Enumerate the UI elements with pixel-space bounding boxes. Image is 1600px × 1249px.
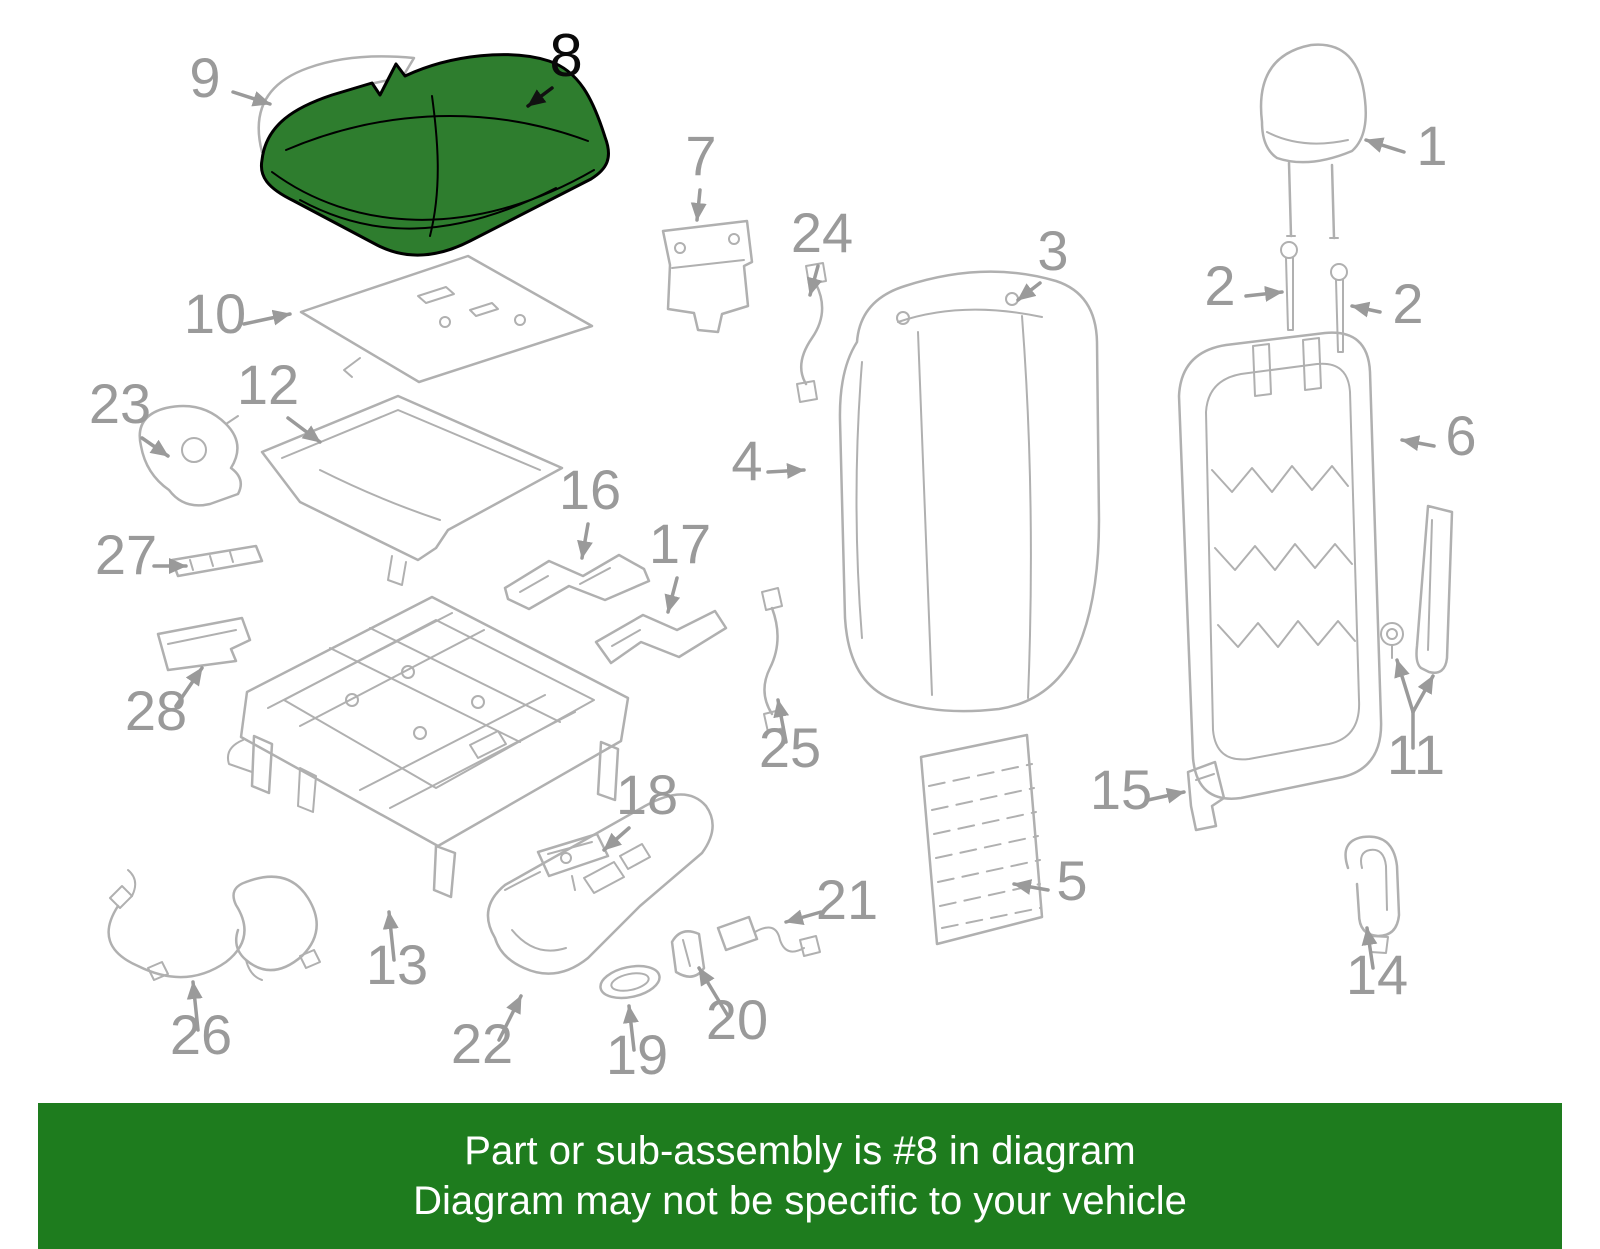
part-label-2-left: 2 xyxy=(1204,254,1235,317)
leader-28 xyxy=(174,666,204,708)
leader-22 xyxy=(497,994,523,1042)
part-28-bracket xyxy=(156,616,252,672)
part-label-16: 16 xyxy=(559,458,621,521)
part-1-headrest xyxy=(1259,43,1367,240)
leader-13 xyxy=(382,910,399,962)
leader-4 xyxy=(766,462,806,479)
part-label-2-right: 2 xyxy=(1392,272,1423,335)
part-3-seat-back-cover xyxy=(838,270,1101,713)
banner-line-1: Part or sub-assembly is #8 in diagram xyxy=(464,1129,1136,1173)
leader-19 xyxy=(622,1004,639,1052)
leader-24 xyxy=(806,264,823,297)
leader-12 xyxy=(286,416,322,444)
part-label-4: 4 xyxy=(731,429,762,492)
part-label-10: 10 xyxy=(184,282,246,345)
part-7-control-bracket xyxy=(661,219,754,334)
leader-11-a xyxy=(1394,658,1415,714)
banner-line-2: Diagram may not be specific to your vehi… xyxy=(413,1179,1187,1223)
leader-14 xyxy=(1361,926,1378,970)
leader-10 xyxy=(242,309,292,326)
part-11-side-trim xyxy=(1380,504,1454,674)
part-label-24: 24 xyxy=(791,201,853,264)
part-label-5: 5 xyxy=(1056,849,1087,912)
part-21-connector xyxy=(716,915,821,957)
leader-3 xyxy=(1016,281,1042,302)
part-2-headrest-guides xyxy=(1280,241,1348,353)
part-label-6: 6 xyxy=(1445,404,1476,467)
part-10-heater-mat xyxy=(299,254,594,384)
leader-20 xyxy=(697,966,730,1018)
part-label-26: 26 xyxy=(170,1003,232,1066)
part-label-22: 22 xyxy=(451,1012,513,1075)
part-13-seat-track-frame xyxy=(227,595,630,899)
leader-11-b xyxy=(1411,674,1435,714)
part-19-cap xyxy=(599,964,661,1000)
highlight-banner: Part or sub-assembly is #8 in diagram Di… xyxy=(38,1103,1562,1249)
part-label-8-highlighted: 8 xyxy=(549,22,582,89)
part-label-7: 7 xyxy=(685,124,716,187)
part-14-harness-hook xyxy=(1344,835,1401,954)
part-27-trim-strip xyxy=(170,544,264,578)
leader-21 xyxy=(784,909,823,926)
leader-lines xyxy=(140,86,1436,1052)
leader-2-left xyxy=(1244,285,1284,302)
part-label-15: 15 xyxy=(1090,758,1152,821)
part-label-9: 9 xyxy=(189,46,220,109)
part-label-25: 25 xyxy=(759,716,821,779)
leader-9 xyxy=(231,90,272,107)
part-label-14: 14 xyxy=(1346,943,1408,1006)
leader-25 xyxy=(773,698,790,744)
part-18-seat-switch xyxy=(536,832,610,891)
part-label-11: 11 xyxy=(1387,723,1445,786)
part-label-20: 20 xyxy=(706,988,768,1051)
part-5-lumbar-mat xyxy=(919,733,1044,946)
leader-17 xyxy=(664,576,681,614)
part-26-wire-harness xyxy=(107,869,321,981)
part-label-17: 17 xyxy=(649,512,711,575)
part-8-seat-cushion-cover-highlighted xyxy=(259,53,610,257)
leader-8 xyxy=(526,86,554,108)
part-label-19: 19 xyxy=(606,1023,668,1086)
part-label-21: 21 xyxy=(816,868,878,931)
part-label-12: 12 xyxy=(237,353,299,416)
part-label-28: 28 xyxy=(125,679,187,742)
part-label-27: 27 xyxy=(95,523,157,586)
leader-1 xyxy=(1364,137,1406,154)
part-22-side-shield xyxy=(486,793,714,975)
part-label-3: 3 xyxy=(1037,219,1068,282)
leader-18 xyxy=(602,826,631,852)
part-label-1: 1 xyxy=(1416,114,1447,177)
leader-2-right xyxy=(1350,301,1382,318)
leader-23 xyxy=(140,436,170,458)
leader-5 xyxy=(1012,879,1050,895)
leader-16 xyxy=(577,522,593,560)
callout-labels: 9 8 7 24 3 1 2 2 10 12 23 4 6 16 17 27 2… xyxy=(89,22,1477,1086)
leader-7 xyxy=(690,188,707,222)
leader-26 xyxy=(186,980,203,1032)
part-label-23: 23 xyxy=(89,372,151,435)
part-23-recliner-handle xyxy=(138,404,243,507)
leader-6 xyxy=(1400,435,1436,451)
part-6-seat-back-frame xyxy=(1177,331,1383,800)
part-17-bracket xyxy=(594,609,728,665)
part-label-13: 13 xyxy=(366,933,428,996)
part-label-18: 18 xyxy=(616,763,678,826)
part-12-cushion-pad-lower xyxy=(260,394,564,586)
leader-15 xyxy=(1146,787,1186,804)
part-16-bracket xyxy=(503,553,651,611)
